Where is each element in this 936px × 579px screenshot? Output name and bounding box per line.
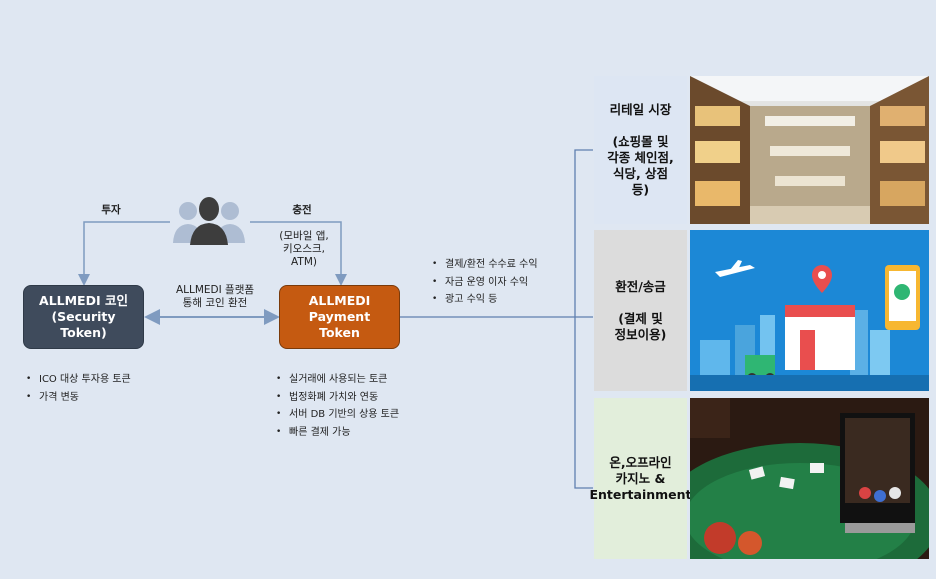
bracket-line: [574, 149, 593, 489]
exchange-label: ALLMEDI 플랫폼 통해 코인 환전: [175, 284, 255, 309]
list-item: 빠른 결제 가능: [272, 424, 399, 442]
list-item: 실거래에 사용되는 토큰: [272, 371, 399, 389]
invest-label: 투자: [101, 204, 121, 216]
shopping-mall-photo-icon: [690, 76, 929, 224]
charge-label: 충전: [292, 204, 312, 216]
list-item: 결제/환전 수수료 수익: [428, 256, 538, 274]
list-item: 광고 수익 등: [428, 291, 538, 309]
list-item: 법정화폐 가치와 연동: [272, 389, 399, 407]
invest-arrow: [78, 221, 170, 286]
list-item: ICO 대상 투자용 토큰: [22, 371, 131, 389]
panel-exchange: 환전/송금 (결제 및 정보이용): [594, 230, 687, 391]
panel-casino: 온,오프라인 카지노 & Entertainment: [589, 398, 692, 559]
panel-title: 리테일 시장: [609, 102, 672, 117]
user-group-icon: [173, 197, 245, 245]
list-item: 서버 DB 기반의 상용 토큰: [272, 406, 399, 424]
panel-title: 환전/송금: [615, 278, 666, 294]
list-item: 자금 운영 이자 수익: [428, 274, 538, 292]
panel-title: 온,오프라인: [609, 454, 672, 470]
payment-bullets: 실거래에 사용되는 토큰 법정화폐 가치와 연동 서버 DB 기반의 상용 토큰…: [272, 371, 399, 441]
revenue-bullets: 결제/환전 수수료 수익 자금 운영 이자 수익 광고 수익 등: [428, 256, 538, 309]
allmedi-coin-node: ALLMEDI 코인 (Security Token): [23, 285, 144, 349]
charge-arrow: [250, 221, 347, 286]
charge-note: (모바일 앱, 키오스크, ATM): [279, 230, 329, 268]
panel-retail: 리테일 시장 (쇼핑몰 및 각종 체인점, 식당, 상점 등): [594, 76, 687, 224]
coin-bullets: ICO 대상 투자용 토큰 가격 변동: [22, 371, 131, 406]
list-item: 가격 변동: [22, 389, 131, 407]
allmedi-payment-token-node: ALLMEDI Payment Token: [279, 285, 400, 349]
payment-illustration-icon: [690, 230, 929, 391]
casino-photo-icon: [690, 398, 929, 559]
